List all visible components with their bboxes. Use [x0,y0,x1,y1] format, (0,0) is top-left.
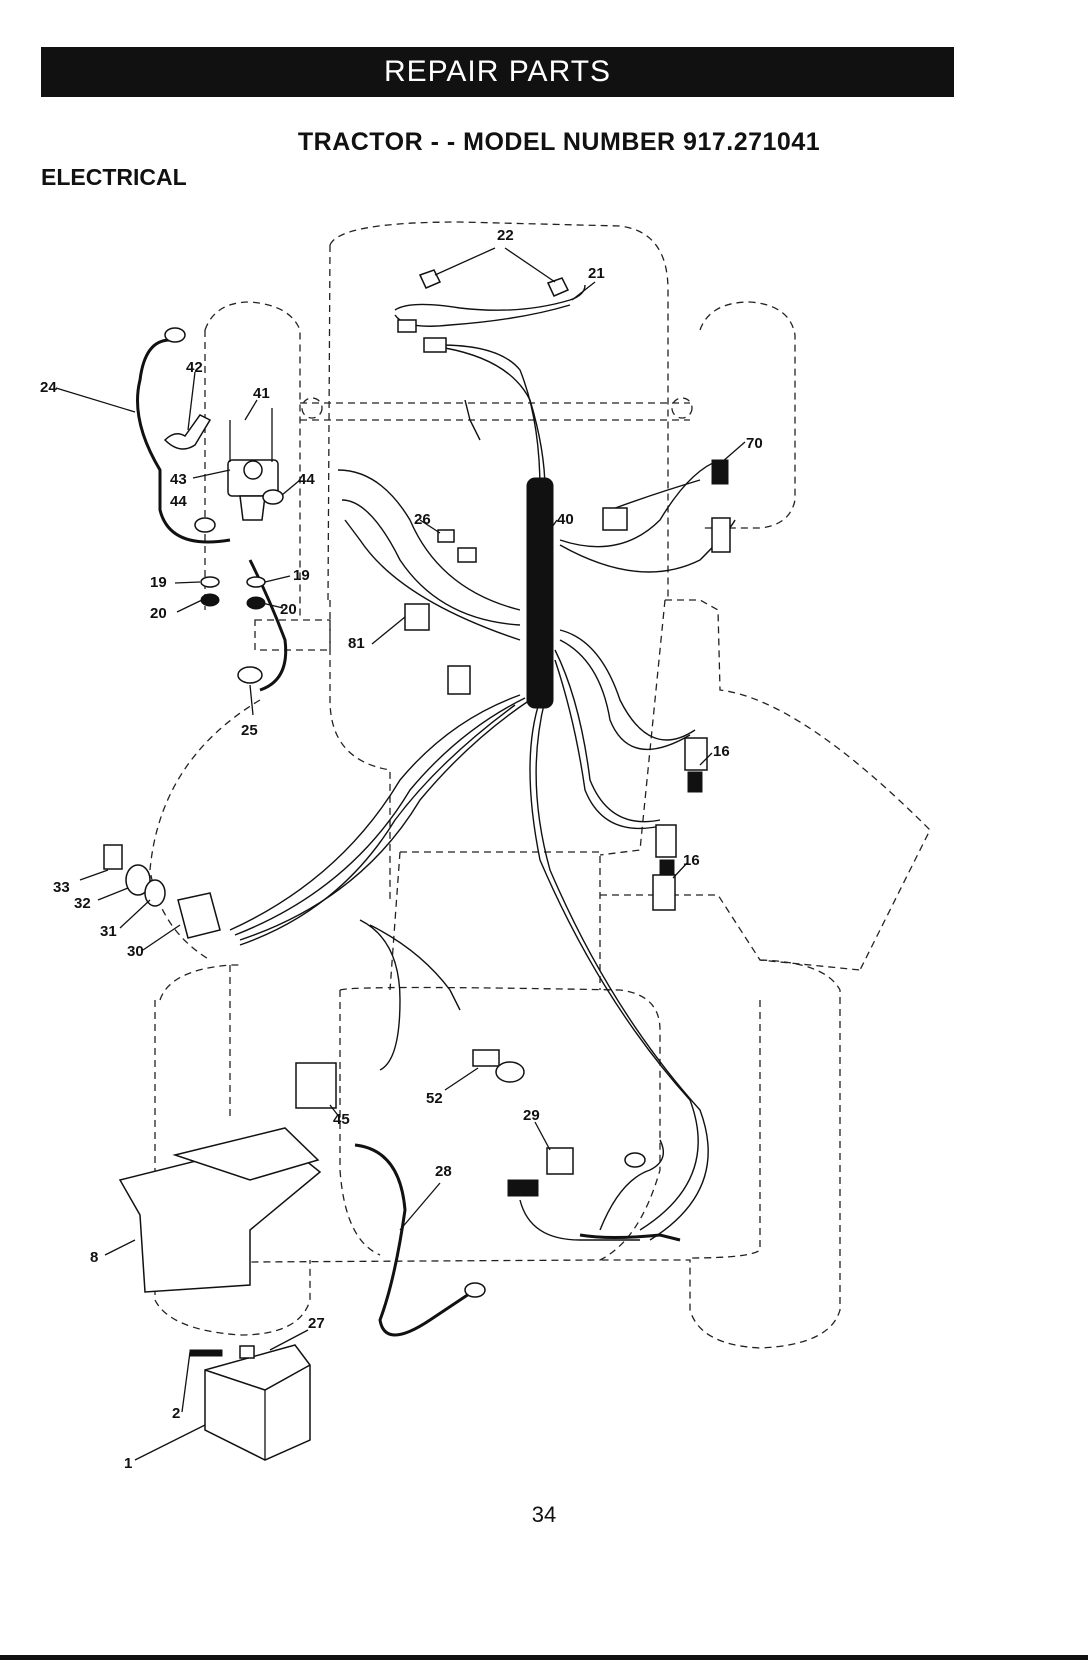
callout-27: 27 [308,1315,325,1332]
section-title: ELECTRICAL [41,164,187,191]
callout-52: 52 [426,1090,443,1107]
parts [104,270,730,1460]
callout-19-right: 19 [293,567,310,584]
callout-22: 22 [497,227,514,244]
callout-40: 40 [557,511,574,528]
page-header-title: REPAIR PARTS [384,55,611,89]
page-number: 34 [0,1502,1088,1528]
model-title: TRACTOR - - MODEL NUMBER 917.271041 [0,128,1088,157]
callout-20-right: 20 [280,601,297,618]
callout-30: 30 [127,943,144,960]
callout-16-lower: 16 [683,852,700,869]
callout-28: 28 [435,1163,452,1180]
callout-29: 29 [523,1107,540,1124]
callout-1: 1 [124,1455,132,1472]
callout-32: 32 [74,895,91,912]
callout-31: 31 [100,923,117,940]
callout-45: 45 [333,1111,350,1128]
callout-42: 42 [186,359,203,376]
bottom-rule [0,1655,1088,1660]
callout-25: 25 [241,722,258,739]
callout-41: 41 [253,385,270,402]
callout-16-upper: 16 [713,743,730,760]
electrical-parts-diagram: 22 21 42 24 41 43 44 44 70 26 40 19 19 2… [0,200,1088,1500]
callout-70: 70 [746,435,763,452]
callout-21: 21 [588,265,605,282]
coiled-harness-40 [527,478,553,708]
callout-20-left: 20 [150,605,167,622]
callout-24: 24 [40,379,57,396]
callout-81: 81 [348,635,365,652]
callout-44-left: 44 [170,493,187,510]
page-header: REPAIR PARTS [41,47,954,97]
callout-8: 8 [90,1249,98,1266]
callout-19-left: 19 [150,574,167,591]
callout-44-right: 44 [298,471,315,488]
callout-33: 33 [53,879,70,896]
callout-26: 26 [414,511,431,528]
callout-43: 43 [170,471,187,488]
callout-2: 2 [172,1405,180,1422]
